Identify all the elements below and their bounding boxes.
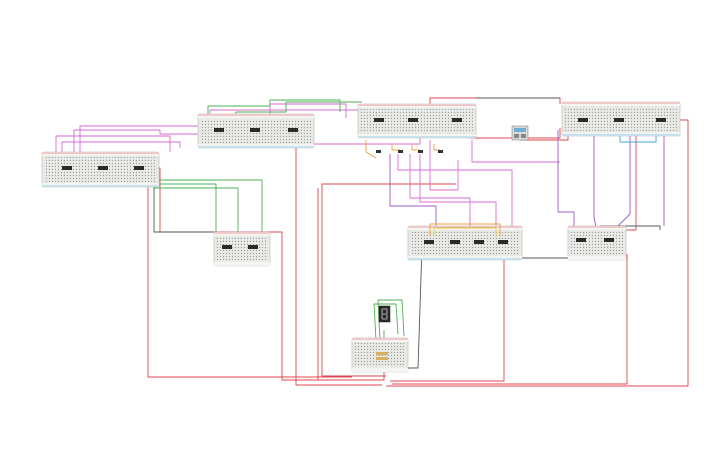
ic-chip[interactable] (578, 118, 588, 122)
wire-dark[interactable] (520, 250, 571, 259)
wire-pink[interactable] (429, 140, 459, 191)
wires-layer (55, 97, 689, 387)
ic-chip[interactable] (450, 240, 460, 244)
wire-red[interactable] (321, 183, 456, 377)
seven-segment-display[interactable] (378, 305, 391, 323)
breadboard-4[interactable] (561, 101, 681, 137)
ic-chip[interactable] (604, 238, 614, 242)
wire-pink[interactable] (419, 154, 497, 226)
wire-purple[interactable] (615, 124, 631, 229)
resistor[interactable] (376, 357, 388, 360)
wire-dark[interactable] (153, 176, 214, 233)
ic-chip[interactable] (134, 166, 144, 170)
wire-green[interactable] (373, 303, 399, 341)
breadboard-8[interactable] (351, 337, 409, 373)
wire-pink[interactable] (61, 141, 181, 152)
breadboard-6[interactable] (407, 223, 523, 261)
breadboard-2[interactable] (197, 113, 315, 149)
wire-pink[interactable] (397, 154, 513, 226)
ic-chip[interactable] (214, 128, 224, 132)
wire-pink[interactable] (73, 129, 200, 152)
wire-pink[interactable] (79, 125, 200, 152)
wire-orange[interactable] (391, 144, 400, 151)
ic-chip[interactable] (452, 118, 462, 122)
breadboard-5[interactable] (213, 231, 271, 267)
ic-chip[interactable] (498, 240, 508, 244)
ic-chip[interactable] (656, 118, 666, 122)
wire-orange[interactable] (411, 144, 420, 151)
wire-pink[interactable] (55, 135, 171, 152)
breadboard-7[interactable] (567, 225, 627, 261)
ic-chip[interactable] (474, 240, 484, 244)
ic-chip[interactable] (424, 240, 434, 244)
breadboard-3[interactable] (357, 103, 477, 139)
transistor-row (376, 150, 443, 153)
wire-dark[interactable] (406, 245, 430, 369)
wire-red[interactable] (295, 148, 382, 386)
ic-chip[interactable] (222, 245, 232, 249)
wire-orange[interactable] (433, 144, 440, 151)
wire-red[interactable] (392, 254, 628, 385)
wire-purple[interactable] (593, 124, 597, 229)
wire-orange[interactable] (365, 140, 377, 159)
breadboard-1[interactable] (41, 151, 160, 188)
wire-purple[interactable] (557, 130, 575, 228)
wire-red[interactable] (158, 167, 356, 381)
wire-red[interactable] (147, 176, 352, 378)
power-module[interactable] (511, 125, 529, 141)
wire-red[interactable] (612, 128, 637, 231)
ic-chip[interactable] (250, 128, 260, 132)
ic-chip[interactable] (374, 118, 384, 122)
wire-purple[interactable] (389, 154, 437, 226)
resistor[interactable] (376, 352, 388, 355)
ic-chip[interactable] (408, 118, 418, 122)
wire-red[interactable] (390, 250, 505, 382)
ic-chip[interactable] (576, 238, 586, 242)
ic-chip[interactable] (62, 166, 72, 170)
ic-chip[interactable] (614, 118, 624, 122)
wire-red[interactable] (386, 119, 689, 387)
wire-pink[interactable] (409, 154, 471, 226)
ic-chip[interactable] (248, 245, 258, 249)
ic-chip[interactable] (288, 128, 298, 132)
wire-pink[interactable] (471, 140, 560, 163)
wire-pink[interactable] (269, 103, 347, 118)
ic-chip[interactable] (98, 166, 108, 170)
